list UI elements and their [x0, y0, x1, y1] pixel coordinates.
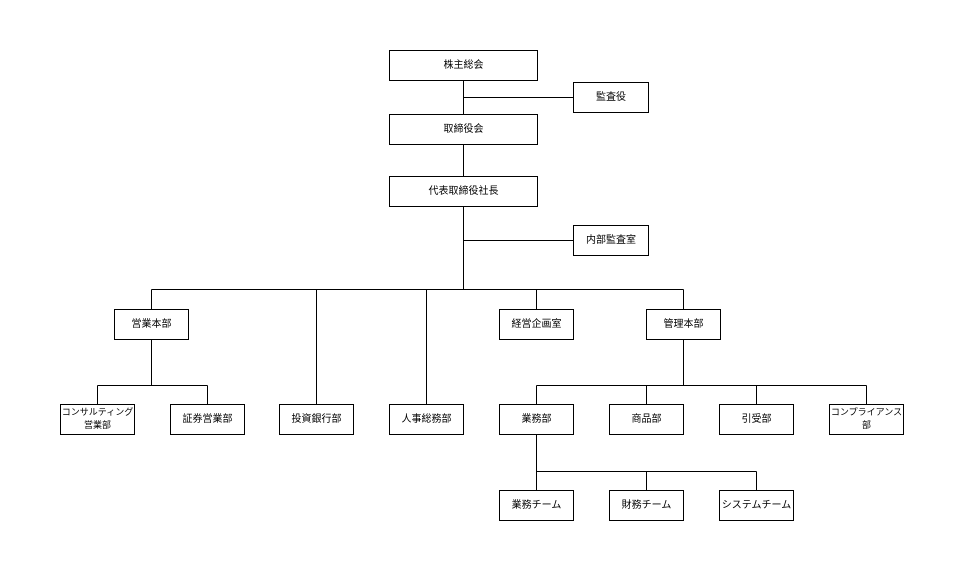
node-shareholders: 株主総会 — [389, 50, 538, 81]
node-securities-sales: 証券営業部 — [170, 404, 245, 435]
node-systems-team: システムチーム — [719, 490, 794, 521]
node-underwriting: 引受部 — [719, 404, 794, 435]
node-consulting-sales: コンサルティング 営業部 — [60, 404, 135, 435]
node-corporate-planning: 経営企画室 — [499, 309, 574, 340]
node-investment-banking: 投資銀行部 — [279, 404, 354, 435]
node-hr-general-affairs: 人事総務部 — [389, 404, 464, 435]
node-sales-hq: 営業本部 — [114, 309, 189, 340]
node-admin-hq: 管理本部 — [646, 309, 721, 340]
node-operations: 業務部 — [499, 404, 574, 435]
node-internal-audit: 内部監査室 — [573, 225, 649, 256]
node-operations-team: 業務チーム — [499, 490, 574, 521]
node-compliance: コンプライアンス部 — [829, 404, 904, 435]
node-board: 取締役会 — [389, 114, 538, 145]
node-president: 代表取締役社長 — [389, 176, 538, 207]
node-finance-team: 財務チーム — [609, 490, 684, 521]
node-auditor: 監査役 — [573, 82, 649, 113]
node-products: 商品部 — [609, 404, 684, 435]
